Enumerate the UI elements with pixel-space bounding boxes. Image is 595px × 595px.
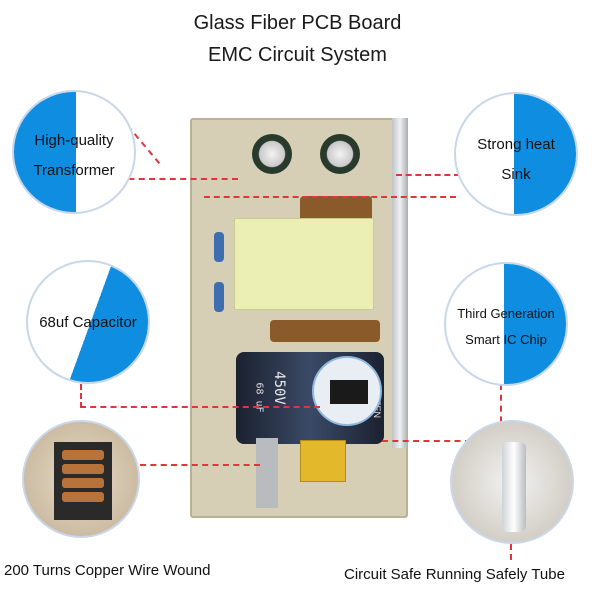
resistor — [214, 282, 224, 312]
leader-line — [500, 384, 502, 444]
caption-safety-tube: Circuit Safe Running Safely Tube — [344, 566, 565, 583]
resistor — [214, 232, 224, 262]
x-capacitor — [300, 440, 346, 482]
heat-sink — [392, 118, 408, 448]
callout-ic-chip-line1: Third Generation — [457, 306, 555, 321]
callout-capacitor: 68uf Capacitor — [26, 260, 150, 384]
callout-heat-sink-line2: Sink — [501, 166, 531, 183]
callout-heat-sink-line1: Strong heat — [477, 136, 555, 153]
leader-line — [80, 384, 82, 408]
pcb-board — [190, 118, 408, 518]
callout-transformer-line2: Transformer — [33, 162, 115, 179]
small-capacitor — [320, 134, 360, 174]
ic-chip-inset — [312, 356, 382, 426]
callout-transformer-line1: High-quality — [34, 132, 114, 149]
transformer-coil — [270, 320, 380, 342]
caption-copper-wire: 200 Turns Copper Wire Wound — [4, 562, 211, 579]
leader-line — [140, 464, 260, 466]
transformer-highlight — [234, 218, 374, 310]
leader-line — [510, 544, 512, 560]
small-capacitor — [252, 134, 292, 174]
fuse-tube-photo — [450, 420, 574, 544]
callout-capacitor-line1: 68uf Capacitor — [39, 314, 137, 331]
page-title: Glass Fiber PCB Board — [193, 12, 402, 34]
capacitor-value: 68 uF — [253, 382, 265, 413]
leader-line — [204, 196, 456, 198]
callout-heat-sink: Strong heat Sink — [454, 92, 578, 216]
fuse-holder — [256, 438, 278, 508]
leader-line — [118, 178, 238, 180]
page-subtitle: EMC Circuit System — [208, 44, 387, 66]
copper-coil-photo — [22, 420, 140, 538]
callout-transformer: High-quality Transformer — [12, 90, 136, 214]
callout-ic-chip: Third Generation Smart IC Chip — [444, 262, 568, 386]
callout-ic-chip-line2: Smart IC Chip — [465, 332, 547, 347]
ic-chip — [330, 380, 368, 404]
leader-line — [396, 174, 460, 176]
leader-line — [382, 440, 502, 442]
leader-line — [80, 406, 320, 408]
capacitor-voltage: 450V — [270, 371, 287, 405]
